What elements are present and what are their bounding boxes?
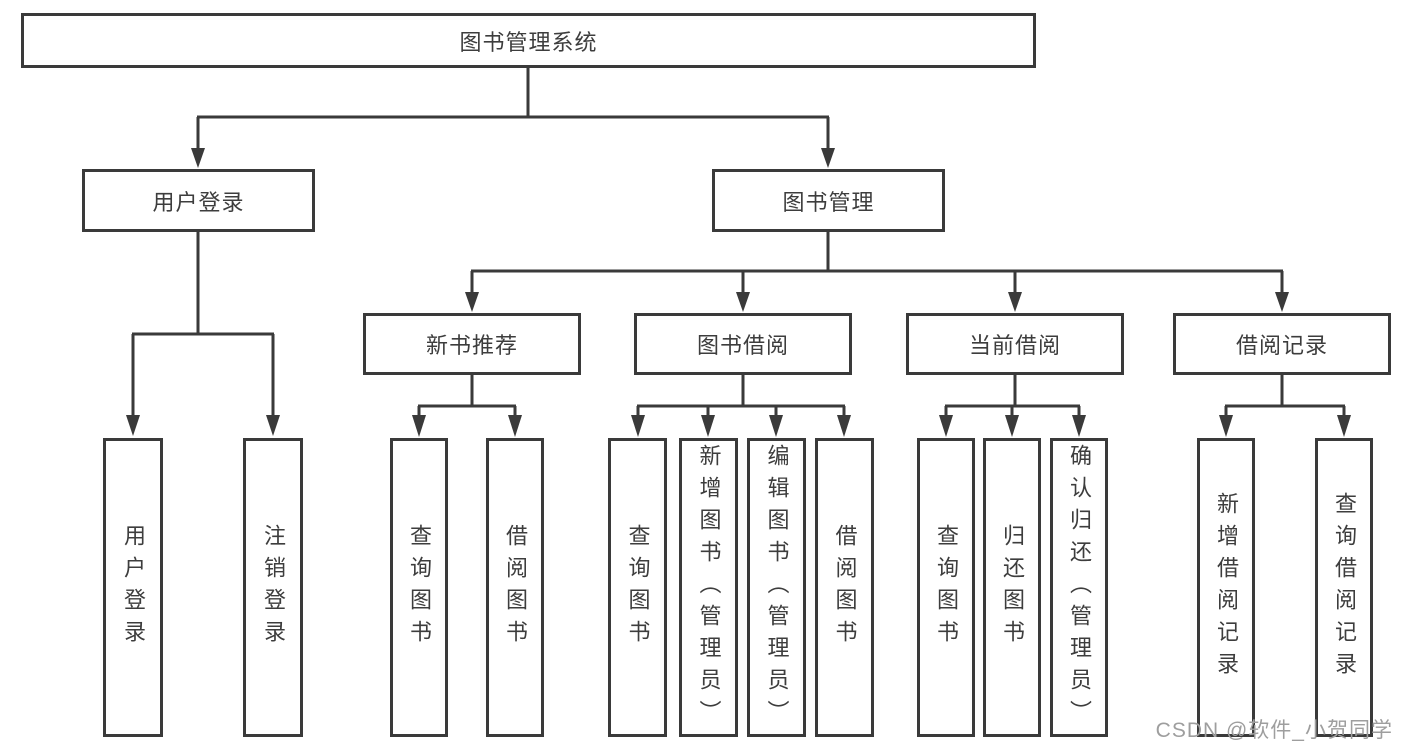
leaf-bb-borrow-books: 借阅图书 — [815, 438, 874, 737]
node-root: 图书管理系统 — [21, 13, 1036, 68]
node-book-management: 图书管理 — [712, 169, 945, 232]
node-current-borrowing: 当前借阅 — [906, 313, 1124, 375]
node-book-borrowing: 图书借阅 — [634, 313, 852, 375]
leaf-bb-edit-books-admin: 编辑图书（管理员） — [747, 438, 806, 737]
leaf-nbr-borrow-books: 借阅图书 — [486, 438, 544, 737]
node-user-login: 用户登录 — [82, 169, 315, 232]
leaf-user-login: 用户登录 — [103, 438, 163, 737]
csdn-watermark: CSDN @软件_小贺同学 — [1155, 719, 1393, 742]
node-borrow-records: 借阅记录 — [1173, 313, 1391, 375]
leaf-logout: 注销登录 — [243, 438, 303, 737]
leaf-cb-query-books: 查询图书 — [917, 438, 975, 737]
leaf-nbr-query-books: 查询图书 — [390, 438, 448, 737]
leaf-cb-return-books: 归还图书 — [983, 438, 1041, 737]
node-new-book-recommend: 新书推荐 — [363, 313, 581, 375]
leaf-cb-confirm-return-admin: 确认归还（管理员） — [1050, 438, 1108, 737]
leaf-br-add-record: 新增借阅记录 — [1197, 438, 1255, 737]
leaf-bb-add-books-admin: 新增图书（管理员） — [679, 438, 738, 737]
leaf-bb-query-books: 查询图书 — [608, 438, 667, 737]
leaf-br-query-record: 查询借阅记录 — [1315, 438, 1373, 737]
